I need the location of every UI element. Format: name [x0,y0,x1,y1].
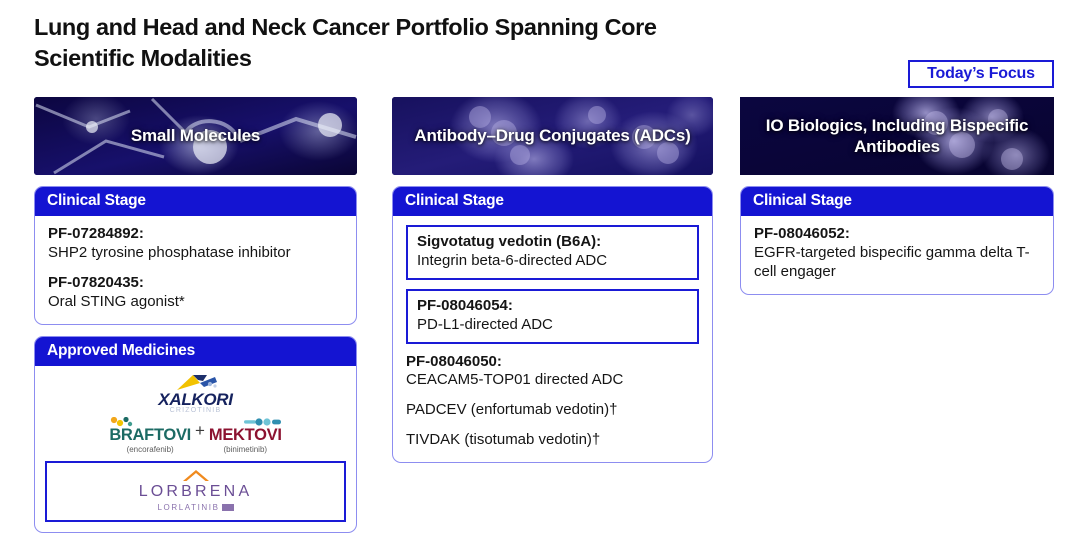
entry-description: SHP2 tyrosine phosphatase inhibitor [48,243,291,261]
portfolio-entry: PF-07820435: Oral STING agonist* [48,274,343,312]
lorbrena-chevron-icon [182,469,209,481]
panel-clinical-stage-adcs: Clinical Stage Sigvotatug vedotin (B6A):… [392,186,713,464]
logo-generic: (binimetinib) [223,444,268,454]
logo-braftovi-mektovi: BRAFTOVI (encorafenib) + MEKTOVI (binime… [109,416,282,454]
panel-title: Clinical Stage [35,187,356,216]
logo-generic: (encorafenib) [126,444,174,454]
entry-description: PADCEV (enfortumab vedotin)† [406,401,618,419]
entry-description: Integrin beta-6-directed ADC [417,251,608,269]
logo-subtitle: LORLATINIB [157,502,220,512]
panel-body: Sigvotatug vedotin (B6A): Integrin beta-… [393,216,712,462]
portfolio-entry: PF-07284892: SHP2 tyrosine phosphatase i… [48,225,343,263]
logo-xalkori: XALKORI CRIZOTINIB [158,374,233,414]
entry-description: CEACAM5-TOP01 directed ADC [406,371,624,389]
column-antibody-drug-conjugates: Antibody–Drug Conjugates (ADCs) Clinical… [392,97,713,464]
braftovi-molecule-icon [111,416,133,426]
xalkori-swoosh-icon [176,374,217,390]
entry-description: PD-L1-directed ADC [417,315,553,333]
column-header-label: Small Molecules [130,126,261,146]
logo-lorbrena-highlighted: LORBRENA LORLATINIB [45,460,346,522]
panel-title: Clinical Stage [741,187,1053,216]
antibody-protein-icon [392,97,713,175]
portfolio-entry: TIVDAK (tisotumab vedotin)† [406,431,699,450]
column-header-label: IO Biologics, Including Bispecific Antib… [765,115,1029,156]
molecule-structure-icon [34,97,357,175]
panel-title: Clinical Stage [393,187,712,216]
bispecific-antibody-icon [740,97,1054,175]
entry-name: PF-08046050: [406,352,502,370]
panel-approved-medicines: Approved Medicines XALKORI CRIZOTINIB [34,335,357,533]
logo-name: MEKTOVI [208,425,282,444]
logo-plus-separator: + [194,420,205,440]
entry-description: TIVDAK (tisotumab vedotin)† [406,431,601,449]
panel-clinical-stage-io-biologics: Clinical Stage PF-08046052: EGFR-targete… [740,186,1054,295]
logo-name: LORBRENA [138,482,253,500]
logo-name: XALKORI [158,389,233,409]
portfolio-entry-highlighted: Sigvotatug vedotin (B6A): Integrin beta-… [406,225,699,280]
column-io-biologics: IO Biologics, Including Bispecific Antib… [740,97,1054,295]
logo-subtitle-row: LORLATINIB [157,502,234,512]
entry-name: PF-07820435: [48,273,144,291]
portfolio-entry: PADCEV (enfortumab vedotin)† [406,401,699,420]
entry-name: Sigvotatug vedotin (B6A): [417,233,602,250]
entry-name: PF-07284892: [48,225,144,242]
entry-description: EGFR-targeted bispecific gamma delta T-c… [754,243,1030,280]
column-header-small-molecules: Small Molecules [34,97,357,175]
logo-subtitle: CRIZOTINIB [169,406,222,414]
logo-braftovi: BRAFTOVI (encorafenib) [109,416,191,454]
panel-body: PF-07284892: SHP2 tyrosine phosphatase i… [35,216,356,324]
logo-mektovi: MEKTOVI (binimetinib) [209,417,282,454]
mektovi-molecule-icon [243,417,281,426]
logo-name: BRAFTOVI [109,425,191,444]
approved-medicines-logos: XALKORI CRIZOTINIB BRAFTOVI (encorafenib… [35,366,356,532]
panel-title: Approved Medicines [35,336,356,366]
column-header-adcs: Antibody–Drug Conjugates (ADCs) [392,97,713,175]
panel-clinical-stage-small-molecules: Clinical Stage PF-07284892: SHP2 tyrosin… [34,186,357,325]
entry-name: PF-08046052: [754,225,850,242]
page-title: Lung and Head and Neck Cancer Portfolio … [34,14,657,72]
entry-description: Oral STING agonist* [48,292,185,310]
column-header-io-biologics: IO Biologics, Including Bispecific Antib… [740,97,1054,175]
panel-body: PF-08046052: EGFR-targeted bispecific ga… [741,216,1053,294]
todays-focus-badge: Today’s Focus [908,60,1054,88]
portfolio-entry: PF-08046052: EGFR-targeted bispecific ga… [754,225,1040,282]
portfolio-entry-highlighted: PF-08046054: PD-L1-directed ADC [406,288,699,344]
lorbrena-mark-icon [221,503,234,511]
entry-name: PF-08046054: [417,296,513,314]
column-small-molecules: Small Molecules Clinical Stage PF-072848… [34,97,357,533]
portfolio-entry: PF-08046050: CEACAM5-TOP01 directed ADC [406,353,699,391]
column-header-label: Antibody–Drug Conjugates (ADCs) [414,126,691,146]
